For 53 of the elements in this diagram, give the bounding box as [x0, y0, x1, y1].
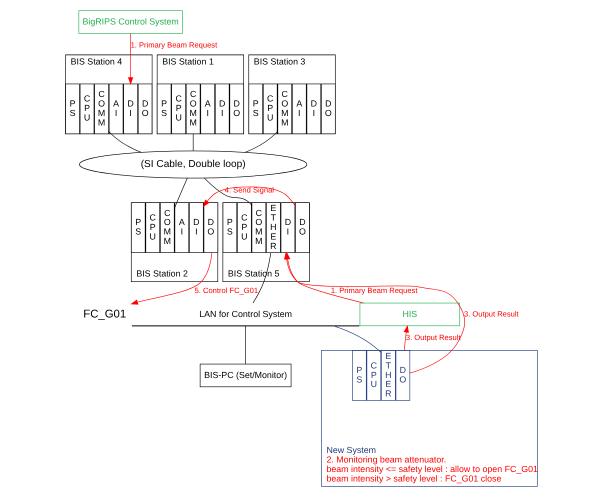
arrow — [128, 33, 134, 85]
arrow — [202, 186, 296, 208]
node-box: D O — [396, 350, 410, 401]
node-box: D O — [321, 84, 336, 134]
node-box: D O — [204, 202, 218, 253]
node-box: C P U — [262, 84, 278, 134]
node-box: C P U — [366, 350, 382, 401]
node-box: P S — [130, 202, 146, 253]
arrow — [130, 252, 212, 305]
node-box: C P U — [145, 202, 160, 253]
connector — [244, 130, 278, 153]
node-box: C P U — [80, 84, 94, 134]
connector — [192, 134, 194, 151]
node-box: HIS — [360, 302, 460, 326]
node-box: C O M M — [252, 202, 266, 253]
node-box: P S — [156, 84, 172, 134]
node-box: C P U — [237, 202, 252, 253]
arrow — [404, 324, 409, 351]
node-box: C O M M — [186, 84, 200, 134]
node-box: P S — [65, 84, 80, 134]
node-box: A I — [108, 84, 124, 134]
node-box: A I — [292, 84, 307, 134]
node-text: LAN for Control System — [199, 308, 292, 319]
node-box: P S — [222, 202, 238, 253]
connector — [245, 326, 246, 364]
node-box: D O — [138, 84, 152, 134]
node-box: D I — [306, 84, 322, 134]
node-label: beam intensity > safety level : FC_G01 close — [326, 473, 502, 484]
node-box: C O M M — [160, 202, 175, 253]
connector — [332, 326, 382, 354]
node-box: E T H E R — [381, 350, 396, 401]
node-box: C P U — [171, 84, 186, 134]
connector — [108, 130, 142, 153]
node-box: D I — [123, 84, 138, 134]
node-box: D I — [189, 202, 204, 253]
node-box: BigRIPS Control System — [78, 10, 183, 34]
node-box: P S — [248, 84, 263, 134]
node-box: A I — [174, 202, 190, 253]
node-ellipse: (SI Cable, Double loop) — [79, 150, 308, 178]
node-box: D O — [295, 202, 310, 253]
node-text: FC_G01 — [83, 308, 126, 320]
node-label: 2. Monitoring beam attenuator. — [326, 454, 446, 464]
node-box: C O M M — [94, 84, 109, 134]
node-box: C O M M — [278, 84, 292, 134]
node-box: D O — [230, 84, 244, 134]
node-box: BIS-PC (Set/Monitor) — [200, 364, 292, 388]
node-box: E T H E R — [266, 202, 281, 253]
node-box: D I — [280, 202, 296, 253]
node-box: P S — [352, 350, 367, 401]
node-box: D I — [214, 84, 230, 134]
connector — [204, 178, 252, 206]
connector — [174, 178, 188, 210]
node-box: A I — [200, 84, 215, 134]
